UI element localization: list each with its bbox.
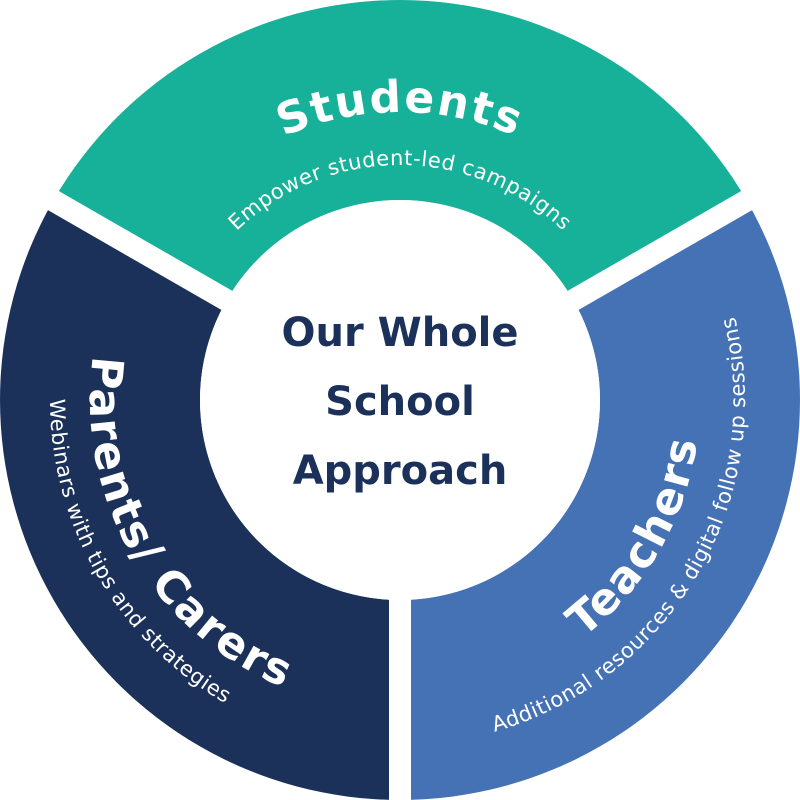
teachers-segment bbox=[400, 200, 800, 800]
center-line-3: Approach bbox=[293, 448, 508, 494]
center-line-2: School bbox=[325, 379, 475, 425]
parents-segment bbox=[0, 200, 400, 800]
students-segment bbox=[53, 0, 747, 300]
center-circle bbox=[200, 200, 600, 600]
center-line-1: Our Whole bbox=[281, 310, 518, 356]
